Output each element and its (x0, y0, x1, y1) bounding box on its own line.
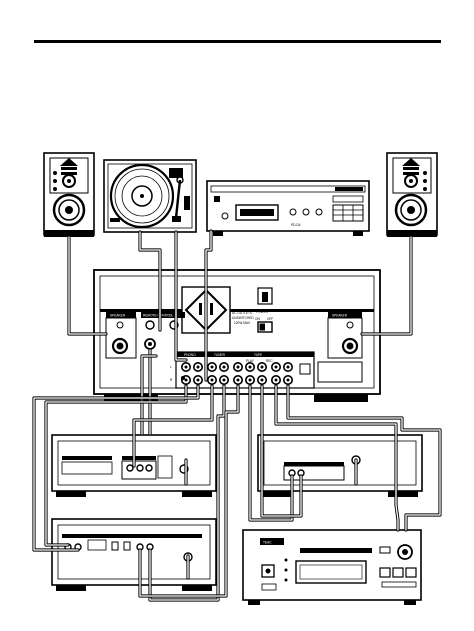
cable-core (149, 385, 225, 601)
cable-layer (32, 229, 442, 602)
cable-core (361, 236, 412, 335)
rca-jack-pin (184, 365, 188, 369)
cd-player: PD-D4 (206, 180, 370, 236)
ac-outlets-max: 120W MAX (234, 321, 251, 325)
transport-button[interactable] (392, 567, 404, 578)
cable-core (139, 231, 161, 331)
md-brand-label: TEAC (263, 541, 272, 545)
ac-outlets-sub: UNSWITCHED (232, 316, 254, 320)
tuner-label: TUNER (214, 353, 226, 357)
cable-core (275, 385, 399, 531)
md-player: TEAC (242, 529, 422, 605)
tonearm-icon (174, 179, 182, 219)
speaker-left-label: SPEAKER (110, 314, 126, 318)
cable-core (133, 385, 213, 467)
rca-jack-pin (196, 378, 200, 382)
cable-core (249, 385, 293, 521)
rca-jack-pin (210, 378, 214, 382)
rca-jack-pin (248, 378, 252, 382)
rca-jack-pin (184, 378, 188, 382)
rca-jack-pin (286, 365, 290, 369)
right-speaker (386, 152, 438, 237)
cable-core (139, 385, 239, 597)
deck1-jack[interactable] (136, 464, 144, 472)
amplifier-rear-panel: AC OUTLETS UNSWITCHED 120W MAX POWER ON … (93, 269, 381, 402)
transport-button[interactable] (405, 567, 417, 578)
transport-button[interactable] (379, 567, 391, 578)
cable-core (141, 355, 157, 435)
rca-jack-pin (196, 365, 200, 369)
rca-jack-pin (236, 378, 240, 382)
rca-jack-pin (222, 378, 226, 382)
rca-jack-pin (260, 378, 264, 382)
header-rule (34, 40, 441, 43)
rec-label: REC (266, 359, 273, 363)
rca-jack-pin (274, 365, 278, 369)
cable-core (287, 385, 441, 531)
power-off-label: OFF (267, 317, 273, 321)
cable-core (33, 385, 199, 551)
phono-label: PHONO (184, 353, 196, 357)
deck1-jack[interactable] (145, 464, 153, 472)
tape-label: TAPE (254, 353, 262, 357)
cable-core (205, 230, 212, 381)
cable-core (68, 236, 107, 335)
remote-control-label: REMOTE CONTROL (143, 314, 173, 318)
rca-jack-pin (236, 365, 240, 369)
power-button[interactable] (221, 212, 229, 220)
rca-jack-pin (248, 365, 252, 369)
power-on-label: ON (255, 317, 260, 321)
rca-jack-pin (210, 365, 214, 369)
power-label: POWER (256, 310, 269, 314)
disc-slot (300, 548, 372, 553)
rca-jack-pin (222, 365, 226, 369)
left-speaker (43, 152, 95, 237)
rca-jack-pin (274, 378, 278, 382)
speaker-right-label: SPEAKER (332, 314, 348, 318)
ac-outlets-label: AC OUTLETS (232, 311, 252, 315)
bottom-left-deck (51, 518, 217, 591)
cd-model-label: PD-D4 (291, 223, 301, 227)
rca-jack-pin (286, 378, 290, 382)
l-label: L (170, 365, 172, 369)
play-label: PLAY (246, 359, 255, 363)
r-label: R (170, 378, 173, 382)
turntable (103, 159, 197, 233)
eject-button[interactable] (379, 546, 391, 554)
rca-jack-pin (260, 365, 264, 369)
remote-jack-left[interactable] (145, 320, 155, 330)
cable-core (175, 231, 187, 361)
deck1-jack[interactable] (126, 464, 134, 472)
cable-core (261, 385, 302, 517)
